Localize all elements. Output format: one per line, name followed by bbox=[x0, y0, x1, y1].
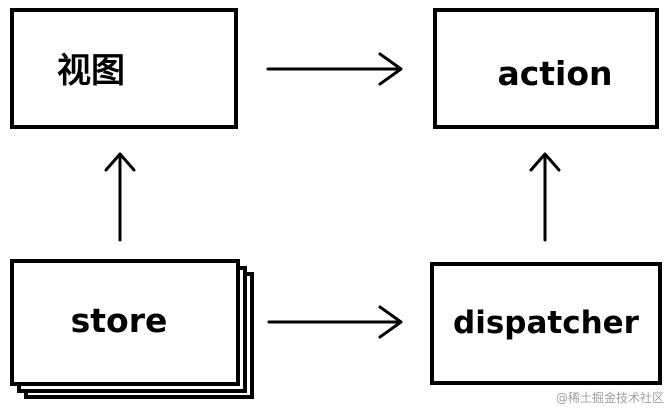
arrow-store-to-dispatcher bbox=[267, 305, 403, 339]
arrow-view-to-action bbox=[266, 52, 403, 86]
action-node: action bbox=[433, 8, 659, 129]
action-node-label: action bbox=[497, 54, 613, 93]
view-node-label: 视图 bbox=[57, 51, 125, 91]
store-node-label: store bbox=[70, 301, 168, 340]
dispatcher-node: dispatcher bbox=[430, 262, 662, 385]
view-node: 视图 bbox=[10, 8, 238, 129]
arrow-store-to-view bbox=[104, 152, 136, 242]
watermark: @稀土掘金技术社区 bbox=[555, 391, 664, 405]
arrow-dispatcher-to-action bbox=[529, 152, 561, 242]
store-node: store bbox=[10, 259, 240, 386]
dispatcher-node-label: dispatcher bbox=[453, 304, 639, 341]
